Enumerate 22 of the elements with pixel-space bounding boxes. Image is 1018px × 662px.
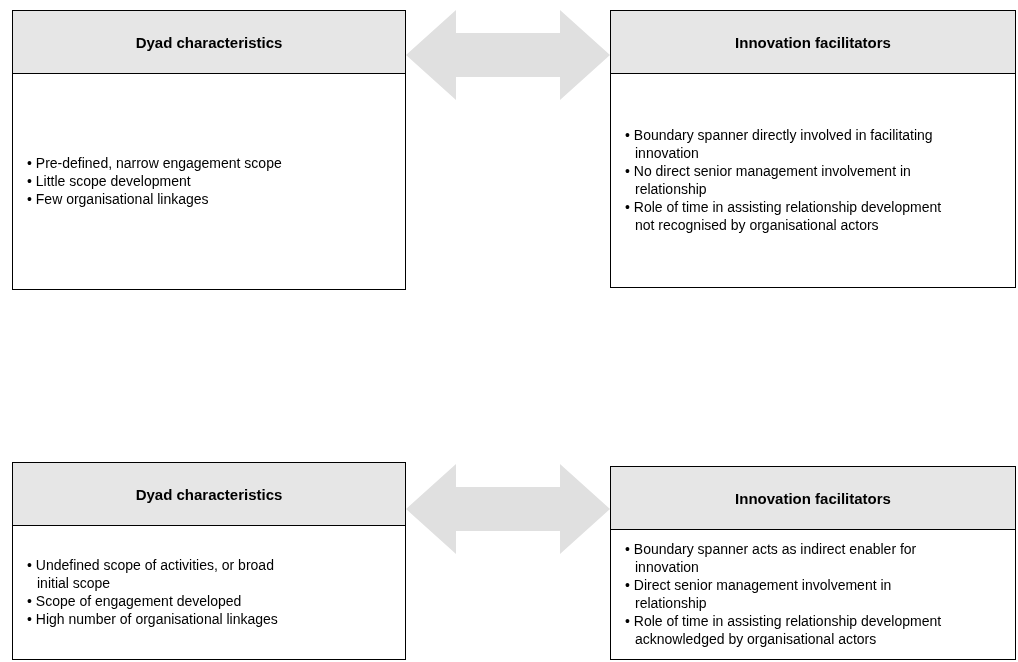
bullet-item: • Boundary spanner acts as indirect enabler for innovation (625, 540, 918, 576)
bullet-item: • Boundary spanner directly involved in facilitating innovation (625, 126, 934, 162)
content-box (12, 462, 406, 660)
bullet-item: • Direct senior management involvement in relationship (625, 576, 893, 612)
bullet-item: • Role of time in assisting relationship development acknowledged by organisational actors (625, 612, 943, 648)
bullet-item: • Little scope development (27, 172, 192, 190)
bullet-item: • Role of time in assisting relationship development not recognised by organisational actors (625, 198, 943, 234)
bullet-item: • Undefined scope of activities, or broad initial scope (27, 556, 275, 592)
box-heading: Innovation facilitators (735, 489, 891, 507)
double-arrow (406, 10, 610, 100)
bullet-item: • High number of organisational linkages (27, 610, 279, 628)
box-heading: Innovation facilitators (735, 33, 891, 51)
double-arrow (406, 464, 610, 554)
bullet-item: • Pre-defined, narrow engagement scope (27, 154, 283, 172)
content-box (610, 10, 1016, 288)
bullet-item: • Few organisational linkages (27, 190, 210, 208)
box-heading: Dyad characteristics (135, 33, 283, 51)
bullet-item: • Scope of engagement developed (27, 592, 243, 610)
bullet-item: • No direct senior management involvement in relationship (625, 162, 912, 198)
content-box (610, 466, 1016, 660)
box-heading: Dyad characteristics (135, 485, 283, 503)
content-box (12, 10, 406, 290)
